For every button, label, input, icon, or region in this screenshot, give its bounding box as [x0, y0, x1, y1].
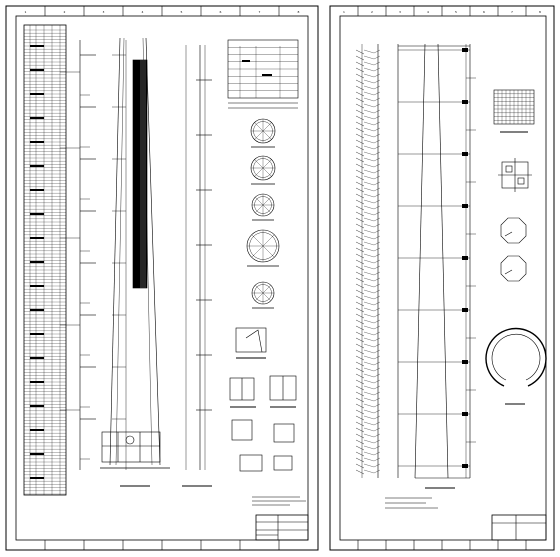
border-number: 1: [343, 10, 345, 14]
tower-truss-elevation: [355, 43, 476, 489]
chimney-section-line: [182, 45, 212, 487]
border-ticks: 1 2 3 4 5 6 7 8: [343, 6, 541, 550]
chimney-elevation: [60, 37, 170, 487]
border-number: 4: [427, 10, 429, 14]
general-notes: [385, 497, 438, 509]
border-number: 8: [539, 10, 541, 14]
octagon-section-2: [500, 255, 527, 282]
rebar-schedule-table: [23, 24, 67, 496]
octagon-section-1: [500, 217, 527, 244]
right-drawing-sheet: 1 2 3 4 5 6 7 8: [329, 5, 555, 551]
border-number: 6: [483, 10, 485, 14]
title-block: [255, 514, 309, 541]
left-drawing-sheet: 1 2 3 4 5 6 7 8: [5, 5, 319, 551]
border-number: 2: [64, 10, 66, 14]
border-number: 3: [399, 10, 401, 14]
border-number: 7: [511, 10, 513, 14]
ring-plan-detail: [485, 327, 547, 405]
column-detail: [498, 158, 532, 192]
border-number: 1: [25, 10, 27, 14]
border-ticks: 1 2 3 4 5 6 7 8: [25, 6, 300, 550]
border-number: 8: [298, 10, 300, 14]
title-block: [491, 514, 547, 541]
border-number: 5: [181, 10, 183, 14]
chimney-base-detail: [101, 431, 161, 463]
border-number: 5: [455, 10, 457, 14]
material-table: [227, 39, 299, 109]
section-details: [246, 118, 280, 309]
border-number: 3: [103, 10, 105, 14]
general-notes: [252, 496, 306, 506]
border-number: 6: [220, 10, 222, 14]
joint-details: [229, 327, 297, 472]
border-number: 7: [259, 10, 261, 14]
border-number: 2: [371, 10, 373, 14]
border-number: 4: [142, 10, 144, 14]
grid-plan-detail: [493, 89, 535, 133]
